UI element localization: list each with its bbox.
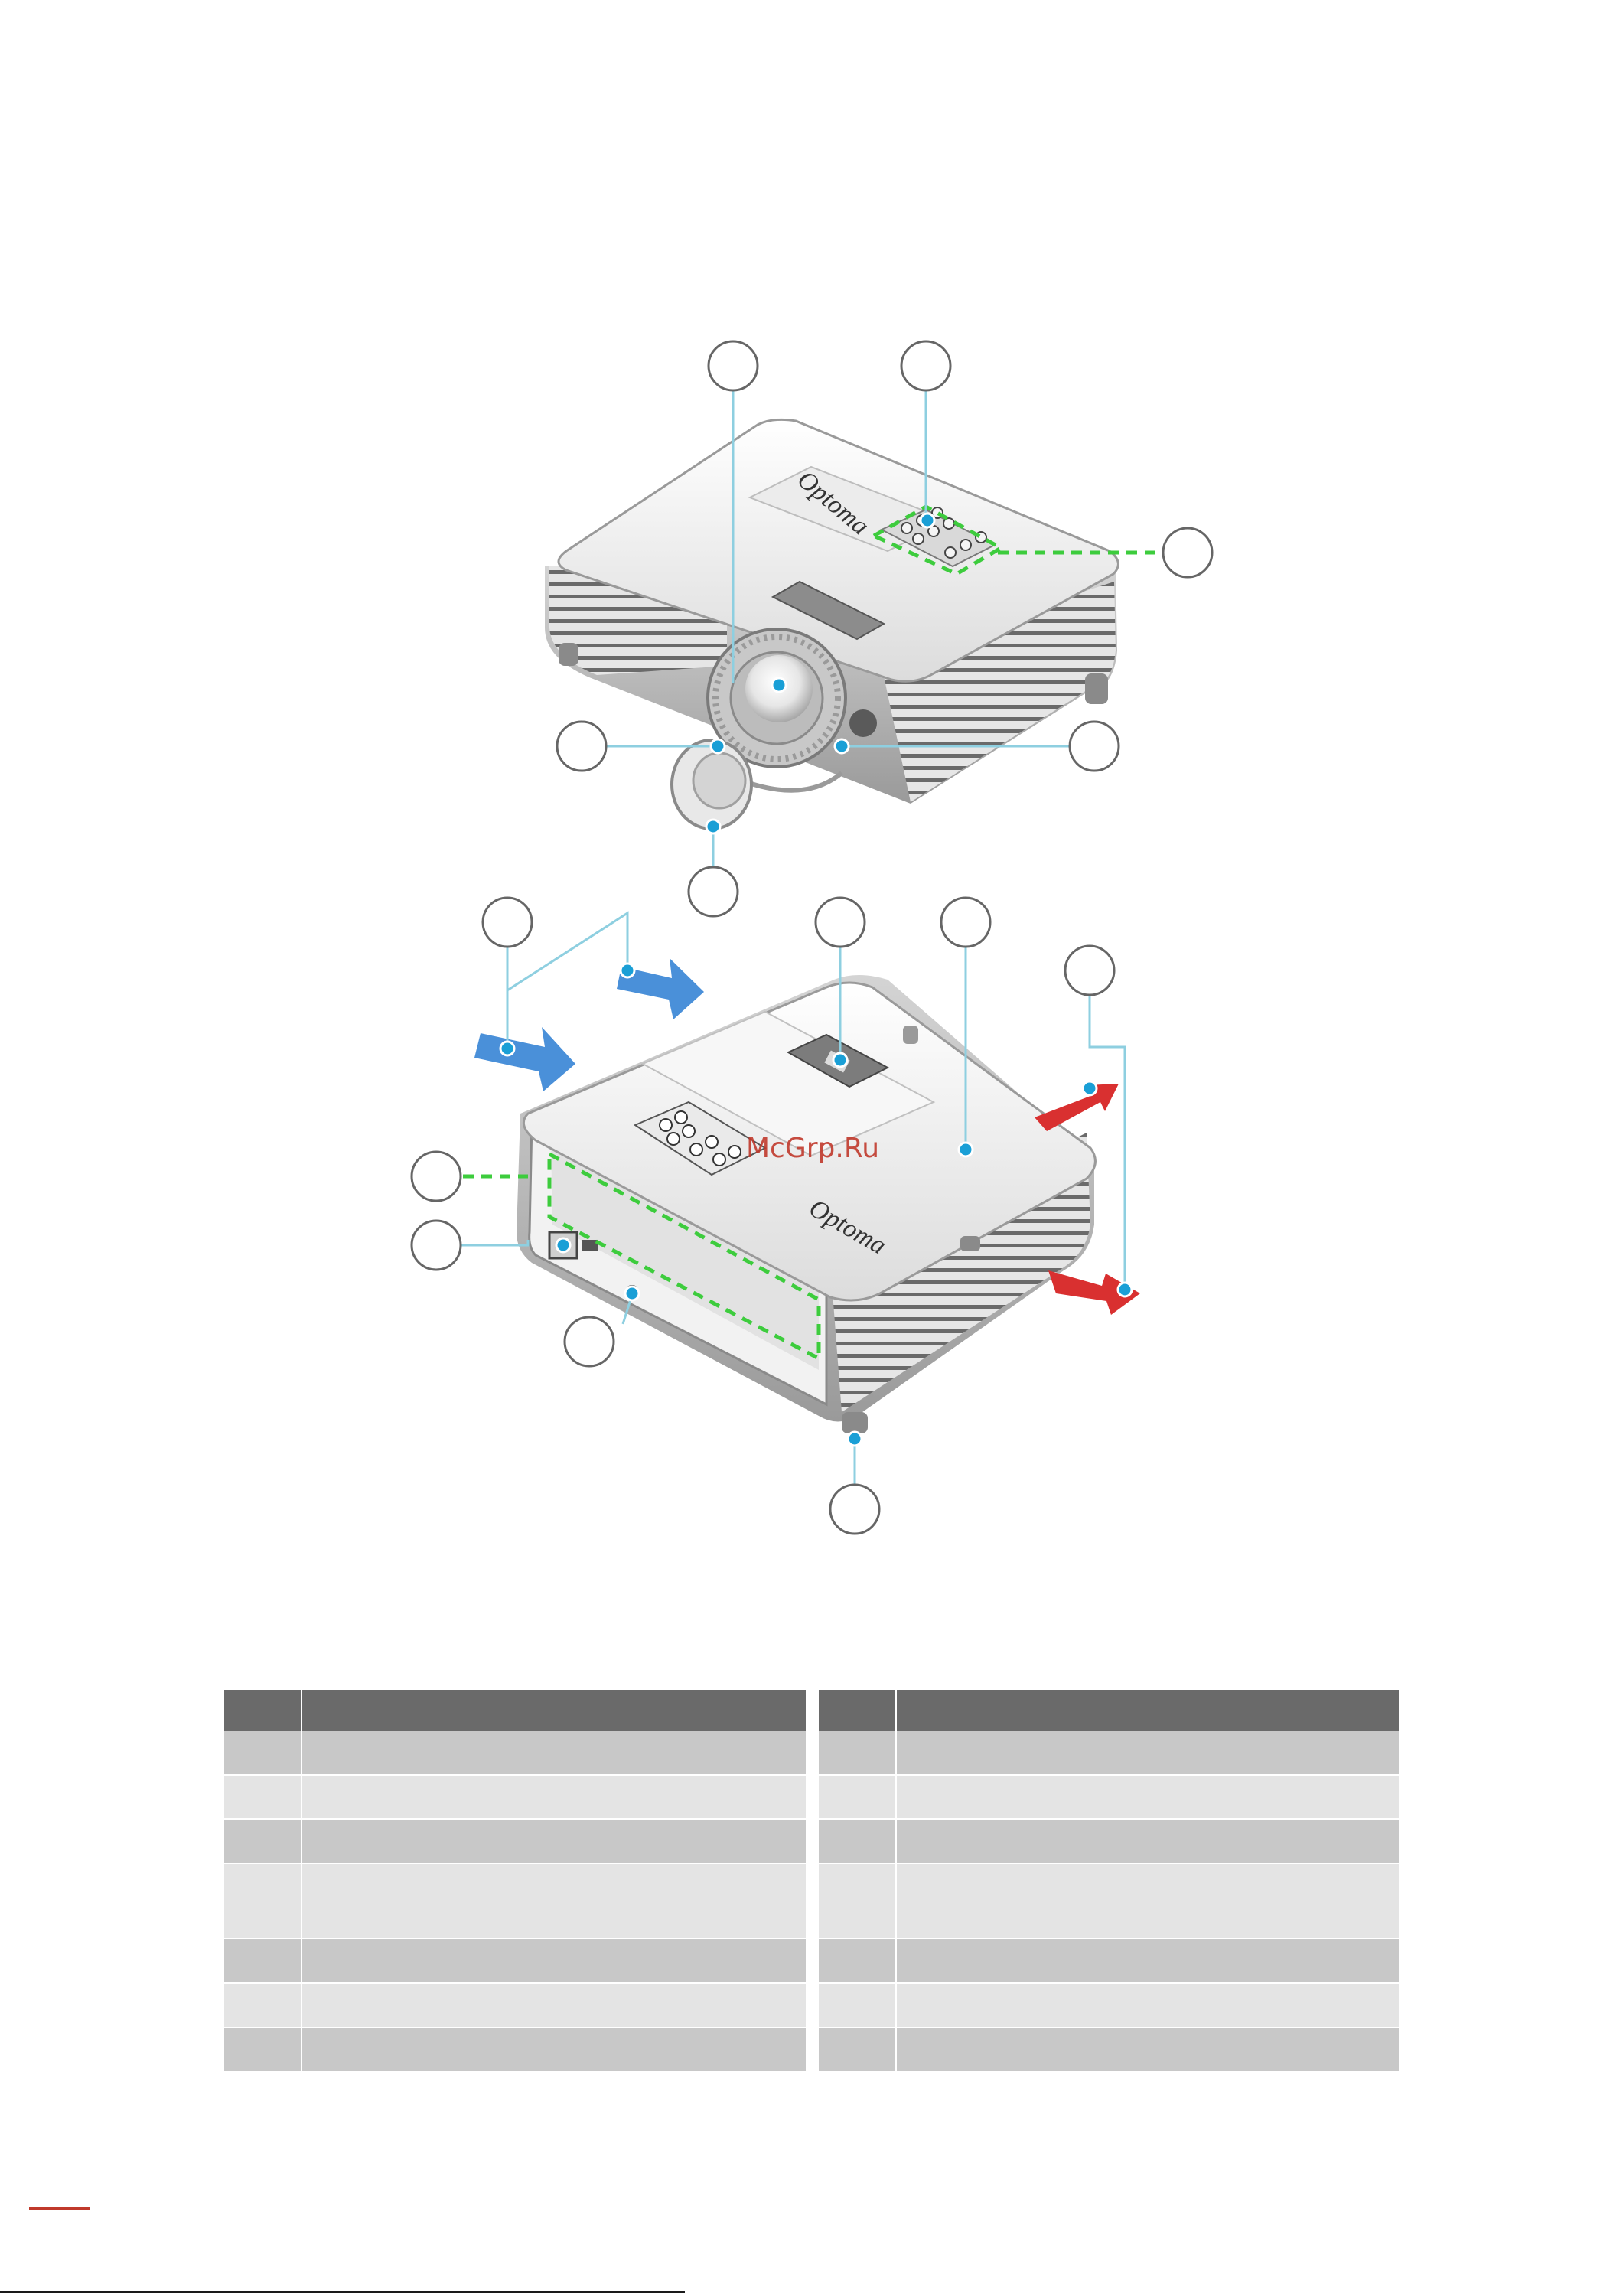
callout-circle-5 bbox=[1068, 720, 1120, 772]
projector-front-view: Optoma bbox=[545, 418, 1119, 830]
callout-circle-1 bbox=[707, 340, 759, 392]
table-row bbox=[224, 2028, 806, 2073]
table-row bbox=[224, 1820, 806, 1864]
table-row bbox=[224, 1864, 806, 1939]
table-row bbox=[224, 1776, 806, 1820]
focus-slider-window bbox=[771, 580, 886, 641]
header-item-cell bbox=[302, 1690, 806, 1731]
parts-table-right bbox=[819, 1690, 1399, 2073]
footer-line bbox=[0, 2291, 685, 2293]
callout-circle-10 bbox=[1064, 944, 1116, 996]
callout-circle-6 bbox=[687, 866, 739, 918]
exhaust-arrow-2 bbox=[1048, 1270, 1140, 1315]
callout-dot-power bbox=[555, 1237, 572, 1254]
callout-dot-intake-2 bbox=[619, 962, 636, 979]
projector-rear-view: Optoma bbox=[517, 975, 1097, 1433]
table-row bbox=[224, 1731, 806, 1776]
callout-circle-12 bbox=[410, 1219, 462, 1271]
callout-circle-13 bbox=[563, 1316, 615, 1368]
ir-receiver bbox=[849, 709, 877, 737]
table-header-row bbox=[224, 1690, 806, 1731]
callout-dot-foot-front bbox=[709, 738, 726, 755]
callout-dot-exhaust-2 bbox=[1116, 1281, 1133, 1298]
table-row bbox=[224, 1939, 806, 1984]
table-row bbox=[819, 1820, 1399, 1864]
keypad-highlight bbox=[869, 504, 1005, 576]
callout-dot-intake-1 bbox=[499, 1040, 516, 1057]
table-row bbox=[819, 2028, 1399, 2073]
table-row bbox=[819, 1731, 1399, 1776]
header-no-cell bbox=[224, 1690, 302, 1731]
table-row bbox=[224, 1984, 806, 2028]
callout-circle-4 bbox=[556, 720, 608, 772]
callout-dot-lens bbox=[771, 677, 787, 693]
page-number-rule bbox=[29, 2207, 90, 2210]
table-row bbox=[819, 1939, 1399, 1984]
callout-circle-2 bbox=[900, 340, 952, 392]
callout-dot-exhaust-1 bbox=[1081, 1080, 1098, 1097]
table-row bbox=[819, 1864, 1399, 1939]
callout-circle-11 bbox=[410, 1150, 462, 1202]
callout-circle-8 bbox=[814, 896, 866, 948]
intake-arrow-2 bbox=[617, 958, 704, 1019]
callout-circle-3 bbox=[1162, 527, 1214, 579]
exhaust-arrow-1 bbox=[1035, 1084, 1119, 1131]
intake-arrow-1 bbox=[474, 1027, 575, 1091]
callout-dot-keypad bbox=[919, 512, 936, 529]
callout-circle-14 bbox=[829, 1483, 881, 1535]
io-panel-highlight bbox=[547, 1150, 821, 1362]
table-row bbox=[819, 1984, 1399, 2028]
callout-dot-focus bbox=[832, 1052, 849, 1068]
callout-dot-foot-rear bbox=[846, 1430, 863, 1447]
callout-dot-cover bbox=[957, 1141, 974, 1158]
watermark: McGrp.Ru bbox=[746, 1133, 879, 1164]
header-no-cell bbox=[819, 1690, 897, 1731]
table-header-row bbox=[819, 1690, 1399, 1731]
callout-dot-ir bbox=[833, 738, 850, 755]
parts-table-left bbox=[224, 1690, 806, 2073]
table-row bbox=[819, 1776, 1399, 1820]
callout-circle-9 bbox=[940, 896, 992, 948]
callout-circle-7 bbox=[481, 896, 533, 948]
header-item-cell bbox=[897, 1690, 1399, 1731]
callout-dot-lock bbox=[624, 1285, 640, 1302]
callout-dot-cap bbox=[705, 818, 722, 835]
top-cover bbox=[557, 418, 1119, 683]
